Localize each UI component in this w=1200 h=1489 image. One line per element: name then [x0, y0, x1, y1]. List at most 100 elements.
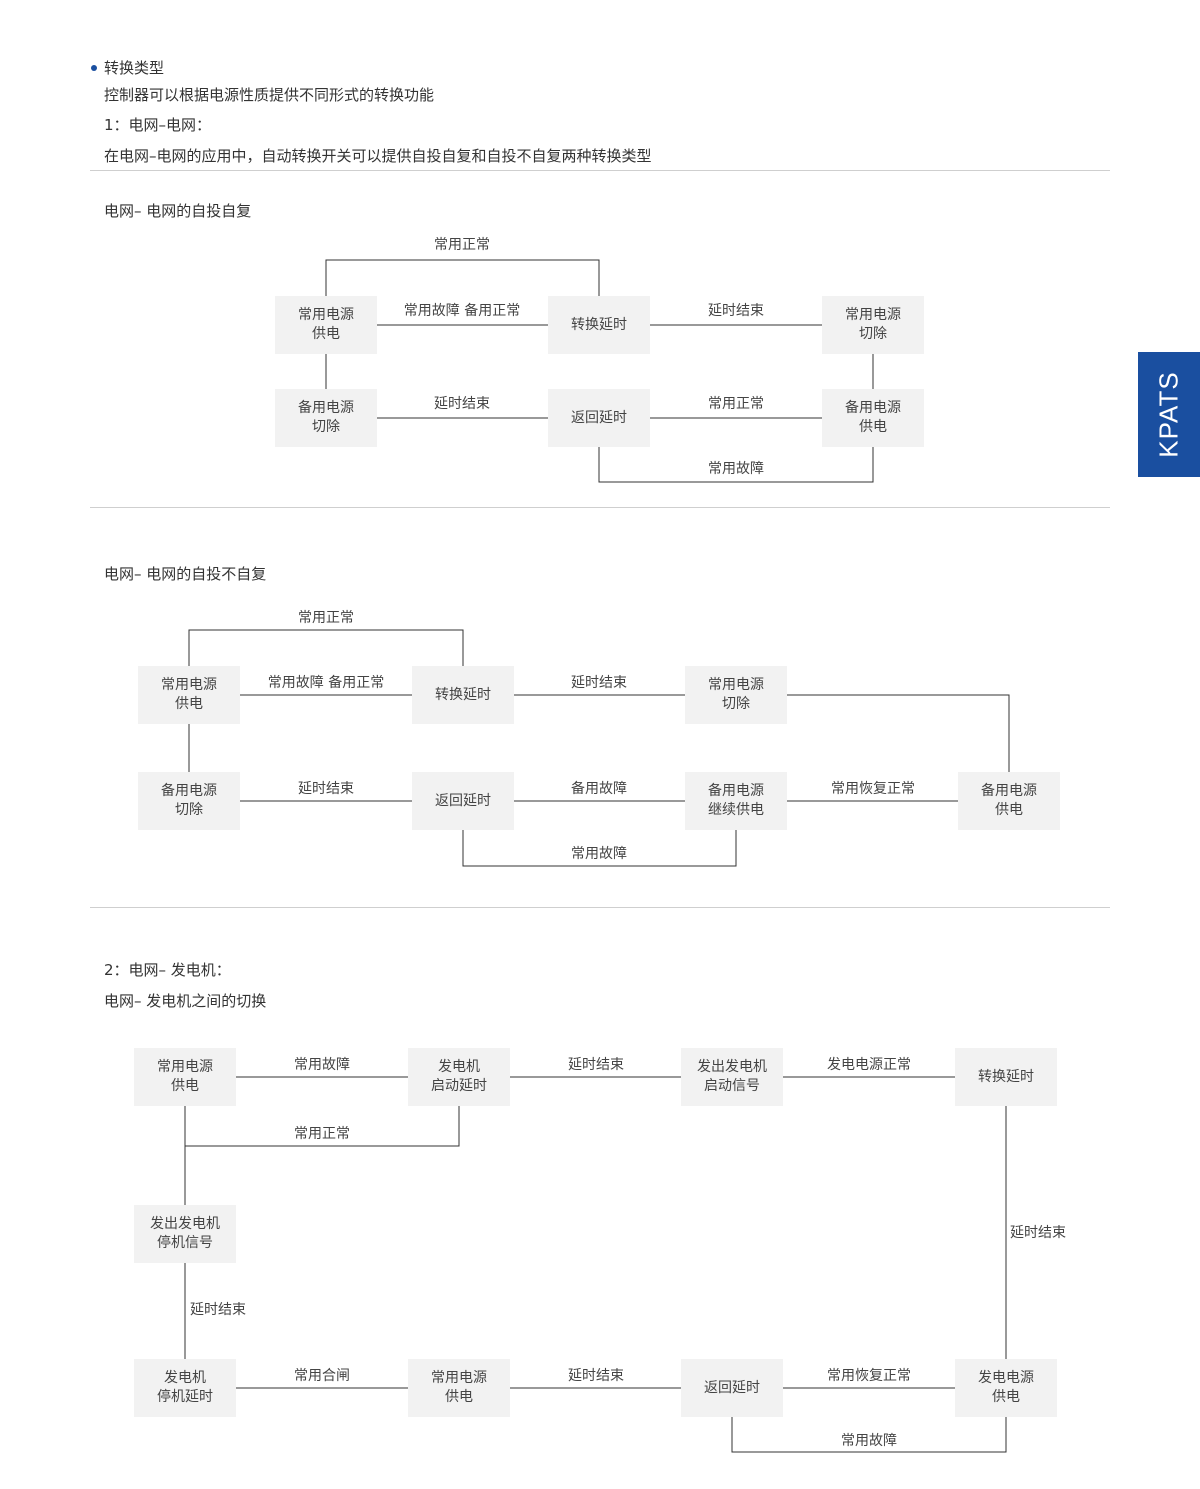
box-line: 常用电源 — [161, 677, 217, 693]
d3-label-d-i: 延时结束 — [1010, 1225, 1066, 1241]
d1-label-top-loop: 常用正常 — [434, 237, 490, 253]
box-line: 继续供电 — [708, 802, 764, 818]
box-line: 停机延时 — [157, 1389, 213, 1405]
box-line: 启动信号 — [704, 1078, 760, 1094]
box-line: 切除 — [722, 696, 750, 712]
d3-label-e-f: 延时结束 — [190, 1302, 246, 1318]
box-line: 常用电源 — [298, 307, 354, 323]
d3-label-g-h: 延时结束 — [568, 1368, 624, 1384]
section2-title: 2：电网– 发电机： — [104, 961, 231, 979]
section1-description: 在电网–电网的应用中，自动转换开关可以提供自投自复和自投不自复两种转换类型 — [104, 147, 652, 165]
d3-box-normal-supply: 常用电源 供电 — [134, 1048, 236, 1106]
box-line: 发电机 — [438, 1059, 480, 1075]
d2-label-b-c: 延时结束 — [571, 675, 627, 691]
d3-label-b-c: 延时结束 — [568, 1057, 624, 1073]
d3-box-normal-supply-return: 常用电源 供电 — [408, 1359, 510, 1417]
box-line: 常用电源 — [845, 307, 901, 323]
d1-label-a-b: 常用故障 备用正常 — [403, 303, 521, 319]
d3-box-start-signal: 发出发电机 启动信号 — [681, 1048, 783, 1106]
box-line: 返回延时 — [704, 1379, 760, 1396]
box-line: 备用电源 — [981, 783, 1037, 799]
box-line: 转换延时 — [435, 686, 491, 703]
d1-box-return-delay: 返回延时 — [548, 389, 650, 447]
d2-box-normal-cutoff: 常用电源 切除 — [685, 666, 787, 724]
box-line: 供电 — [171, 1078, 199, 1094]
d2-box-transfer-delay: 转换延时 — [412, 666, 514, 724]
box-line: 常用电源 — [708, 677, 764, 693]
intro-text: 控制器可以根据电源性质提供不同形式的转换功能 — [104, 86, 435, 104]
box-line: 供电 — [445, 1389, 473, 1405]
d3-label-c-d: 发电电源正常 — [827, 1057, 911, 1073]
d3-box-stop-signal: 发出发电机 停机信号 — [134, 1205, 236, 1263]
box-line: 转换延时 — [571, 316, 627, 333]
d3-label-h-i: 常用恢复正常 — [827, 1368, 911, 1384]
d3-box-transfer-delay: 转换延时 — [955, 1048, 1057, 1106]
d3-box-generator-supply: 发电电源 供电 — [955, 1359, 1057, 1417]
d1-bottom-loop-line — [598, 447, 874, 483]
d2-box-backup-cutoff: 备用电源 切除 — [138, 772, 240, 830]
d2-label-top-loop: 常用正常 — [298, 610, 354, 626]
divider — [90, 170, 1110, 171]
box-line: 启动延时 — [431, 1078, 487, 1094]
box-line: 停机信号 — [157, 1235, 213, 1251]
d3-b-back-line — [185, 1106, 460, 1147]
d3-box-generator-start-delay: 发电机 启动延时 — [408, 1048, 510, 1106]
box-line: 供电 — [175, 696, 203, 712]
d1-box-normal-supply: 常用电源 供电 — [275, 296, 377, 354]
box-line: 切除 — [312, 419, 340, 435]
d2-label-f-g: 常用恢复正常 — [831, 781, 915, 797]
d2-label-a-b: 常用故障 备用正常 — [267, 675, 385, 691]
diagram1-title: 电网– 电网的自投自复 — [104, 202, 252, 220]
box-line: 切除 — [175, 802, 203, 818]
d1-box-backup-cutoff: 备用电源 切除 — [275, 389, 377, 447]
d3-label-f-g: 常用合闸 — [294, 1368, 350, 1384]
d3-bottom-loop-line — [731, 1417, 1007, 1453]
d2-label-e-f: 备用故障 — [571, 781, 627, 797]
box-line: 切除 — [859, 326, 887, 342]
d3-box-return-delay: 返回延时 — [681, 1359, 783, 1417]
box-line: 发出发电机 — [150, 1216, 220, 1232]
d3-label-b-back: 常用正常 — [294, 1126, 350, 1142]
d1-label-bottom-loop: 常用故障 — [708, 461, 764, 477]
d1-label-e-f: 常用正常 — [708, 396, 764, 412]
section-heading: 转换类型 — [104, 59, 165, 77]
box-line: 备用电源 — [298, 400, 354, 416]
d1-top-loop-line — [325, 259, 600, 296]
box-line: 发出发电机 — [697, 1059, 767, 1075]
box-line: 常用电源 — [157, 1059, 213, 1075]
box-line: 返回延时 — [571, 409, 627, 426]
d2-c-g-line — [787, 694, 1010, 772]
d2-box-return-delay: 返回延时 — [412, 772, 514, 830]
d1-box-normal-cutoff: 常用电源 切除 — [822, 296, 924, 354]
d1-box-backup-supply: 备用电源 供电 — [822, 389, 924, 447]
d1-label-d-e: 延时结束 — [434, 396, 490, 412]
box-line: 供电 — [859, 419, 887, 435]
d2-box-backup-continue: 备用电源 继续供电 — [685, 772, 787, 830]
box-line: 发电电源 — [978, 1370, 1034, 1386]
box-line: 备用电源 — [845, 400, 901, 416]
side-tab: KPATS — [1138, 352, 1200, 477]
d3-label-bottom-loop: 常用故障 — [841, 1433, 897, 1449]
d2-top-loop-line — [188, 629, 464, 666]
bullet-dot — [91, 65, 97, 71]
box-line: 备用电源 — [708, 783, 764, 799]
d2-bottom-loop-line — [462, 830, 737, 867]
box-line: 常用电源 — [431, 1370, 487, 1386]
section2-description: 电网– 发电机之间的切换 — [104, 992, 267, 1010]
box-line: 备用电源 — [161, 783, 217, 799]
box-line: 供电 — [312, 326, 340, 342]
d3-box-generator-stop-delay: 发电机 停机延时 — [134, 1359, 236, 1417]
d2-box-normal-supply: 常用电源 供电 — [138, 666, 240, 724]
d1-label-b-c: 延时结束 — [708, 303, 764, 319]
divider — [90, 507, 1110, 508]
box-line: 发电机 — [164, 1370, 206, 1386]
d2-label-d-e: 延时结束 — [298, 781, 354, 797]
box-line: 转换延时 — [978, 1068, 1034, 1085]
d3-label-a-b: 常用故障 — [294, 1057, 350, 1073]
box-line: 返回延时 — [435, 792, 491, 809]
d1-box-transfer-delay: 转换延时 — [548, 296, 650, 354]
box-line: 供电 — [992, 1389, 1020, 1405]
diagram2-title: 电网– 电网的自投不自复 — [104, 565, 267, 583]
box-line: 供电 — [995, 802, 1023, 818]
